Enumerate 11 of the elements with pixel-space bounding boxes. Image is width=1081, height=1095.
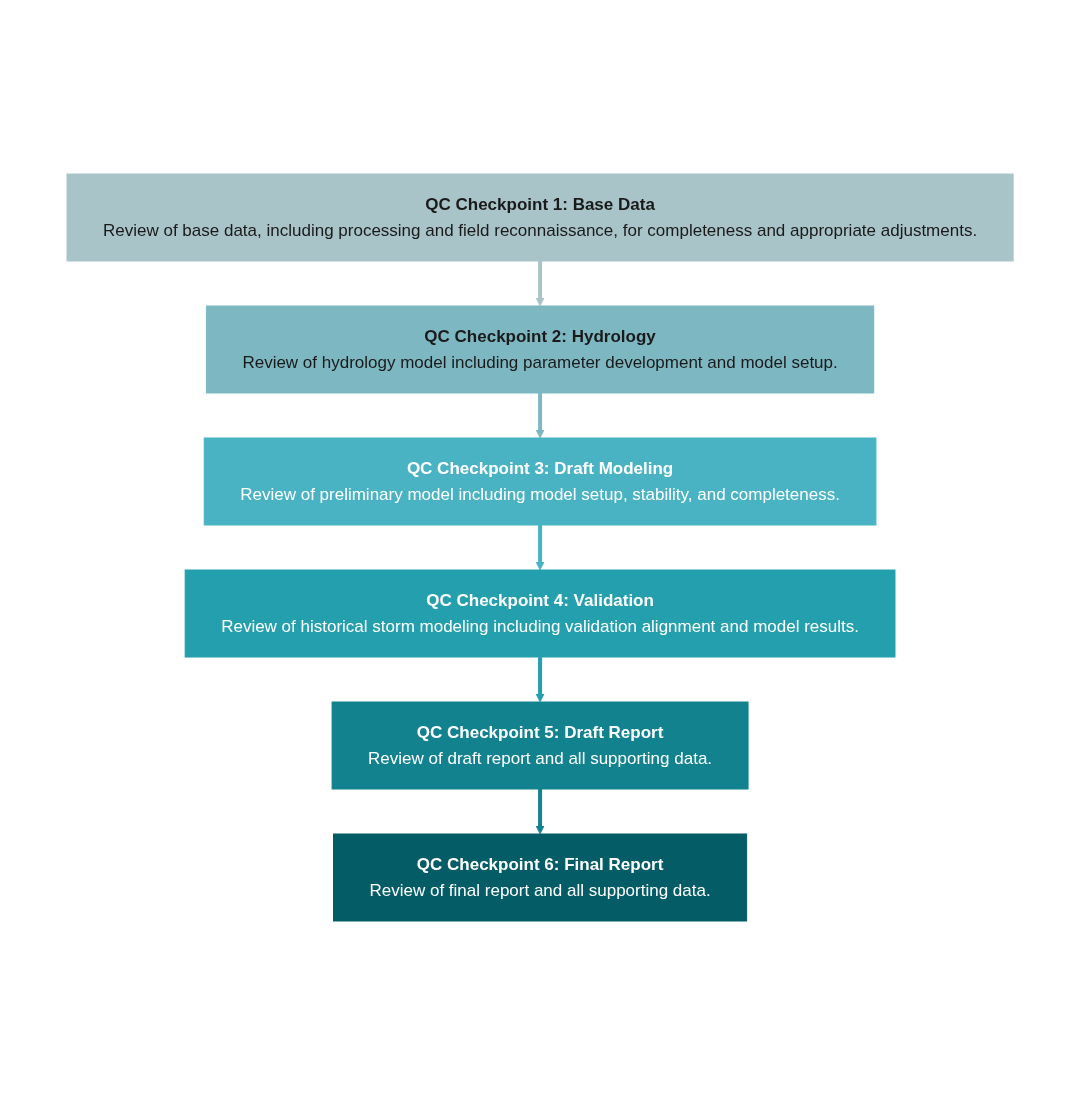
node-box: QC Checkpoint 5: Draft Report Review of draft report and all supporting data. <box>332 701 749 790</box>
arrow <box>536 789 545 835</box>
node-box: QC Checkpoint 2: Hydrology Review of hydrology model including parameter development and model setup. <box>206 305 875 394</box>
arrow <box>536 525 545 571</box>
node-box: QC Checkpoint 6: Final Report Review of final report and all supporting data. <box>333 833 748 922</box>
arrow <box>536 393 545 439</box>
node-box: QC Checkpoint 4: Validation Review of historical storm modeling including validation alignment and model results. <box>185 569 896 658</box>
node-box: QC Checkpoint 3: Draft Modeling Review of preliminary model including model setup, stability, and completeness. <box>204 437 877 526</box>
arrow <box>536 261 545 307</box>
arrow <box>536 657 545 703</box>
node-box: QC Checkpoint 1: Base Data Review of base data, including processing and field reconnaissance, for completeness and appropriate adjustments. <box>66 173 1015 262</box>
